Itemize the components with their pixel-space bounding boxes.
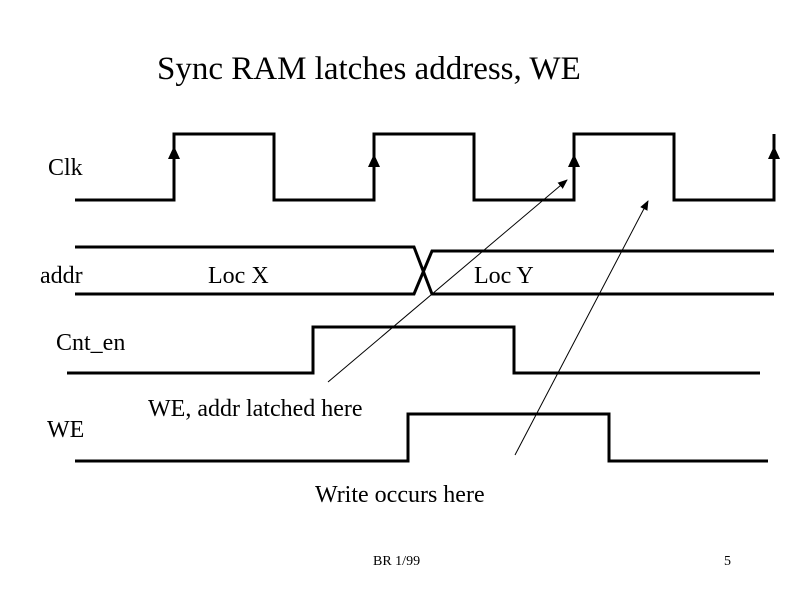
annotation-latched: WE, addr latched here	[148, 396, 363, 422]
rising-edge-arrow	[168, 146, 180, 159]
signal-label-addr: addr	[40, 263, 83, 289]
rising-edge-arrow	[368, 154, 380, 167]
slide-title: Sync RAM latches address, WE	[157, 51, 581, 87]
signal-label-we: WE	[47, 417, 85, 443]
signal-label-clk: Clk	[48, 155, 83, 181]
footer-text: BR 1/99	[373, 554, 421, 569]
annotation-write: Write occurs here	[315, 482, 485, 508]
clk-waveform	[75, 132, 776, 202]
annotation-arrow-write	[514, 200, 649, 456]
rising-edge-arrow	[768, 146, 780, 159]
we-waveform	[75, 412, 768, 463]
signal-label-cnt-en: Cnt_en	[56, 330, 126, 356]
annotation-arrow-latched	[327, 179, 568, 383]
addr-bus-bottom-x	[75, 249, 774, 296]
cnt-en-waveform	[67, 325, 760, 375]
bus-value-loc-y: Loc Y	[474, 263, 534, 289]
page-number: 5	[724, 554, 731, 569]
bus-value-loc-x: Loc X	[208, 263, 269, 289]
rising-edge-arrow	[568, 154, 580, 167]
